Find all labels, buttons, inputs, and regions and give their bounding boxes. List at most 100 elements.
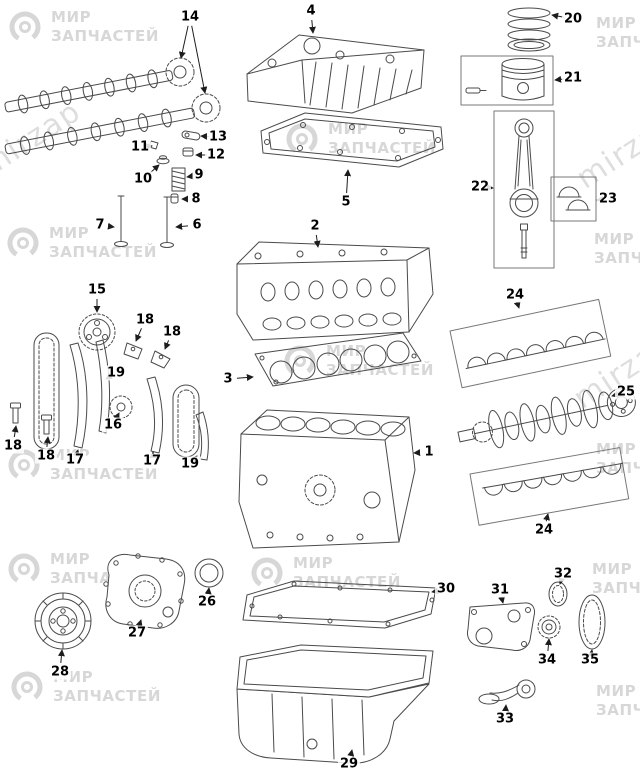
valve-cover-drawing xyxy=(246,34,425,114)
piston-bolt-drawing xyxy=(465,87,487,94)
head-gasket-drawing xyxy=(254,332,422,387)
connecting-rod-drawing xyxy=(509,118,539,259)
valve-spring-drawing xyxy=(171,167,186,192)
crank-seal-drawing xyxy=(194,558,224,588)
part-callout-8[interactable]: 8 xyxy=(189,191,203,207)
part-callout-29[interactable]: 29 xyxy=(337,756,361,772)
part-callout-13[interactable]: 13 xyxy=(206,129,230,145)
camshaft-exhaust-drawing xyxy=(4,93,221,155)
part-callout-34[interactable]: 34 xyxy=(535,652,559,668)
chain-rail-drawing-upper xyxy=(95,339,111,434)
part-callout-2[interactable]: 2 xyxy=(308,218,322,234)
valve-drawing-7 xyxy=(114,195,128,247)
part-callout-18[interactable]: 18 xyxy=(1,438,25,454)
part-callout-3[interactable]: 3 xyxy=(221,371,235,387)
part-callout-22[interactable]: 22 xyxy=(468,179,492,195)
timing-cover-drawing xyxy=(103,553,186,629)
chain-guide-drawing-left xyxy=(69,342,88,449)
bolt-drawing-left xyxy=(10,402,21,424)
tensioner-drawing-b xyxy=(150,350,171,369)
part-callout-12[interactable]: 12 xyxy=(204,147,228,163)
watermark-logo-icon xyxy=(11,671,43,703)
part-callout-27[interactable]: 27 xyxy=(125,625,149,641)
part-callout-17[interactable]: 17 xyxy=(63,452,87,468)
watermark-logo-icon xyxy=(251,557,283,589)
part-callout-19[interactable]: 19 xyxy=(104,365,128,381)
cam-follower-drawing xyxy=(181,130,201,141)
rod-bearings-drawing xyxy=(556,186,591,211)
spring-seat-drawing xyxy=(182,147,194,157)
part-callout-4[interactable]: 4 xyxy=(304,3,318,19)
valve-cover-gasket-drawing xyxy=(260,112,444,168)
part-callout-15[interactable]: 15 xyxy=(85,282,109,298)
part-callout-7[interactable]: 7 xyxy=(93,217,107,233)
part-callout-11[interactable]: 11 xyxy=(128,139,152,155)
valve-seal-drawing xyxy=(170,193,179,204)
rod-bearings-box xyxy=(550,176,597,222)
part-callout-32[interactable]: 32 xyxy=(551,566,575,582)
part-callout-9[interactable]: 9 xyxy=(192,167,206,183)
oil-pan-drawing xyxy=(236,644,434,764)
watermark-logo-icon xyxy=(286,123,318,155)
part-callout-1[interactable]: 1 xyxy=(422,444,436,460)
cylinder-head-drawing xyxy=(236,241,434,341)
part-callout-35[interactable]: 35 xyxy=(578,652,602,668)
part-callout-33[interactable]: 33 xyxy=(493,711,517,727)
part-callout-23[interactable]: 23 xyxy=(596,191,620,207)
part-callout-14[interactable]: 14 xyxy=(178,9,202,25)
piston-drawing xyxy=(501,58,545,101)
oil-pickup-drawing xyxy=(478,679,536,705)
spring-retainer-drawing xyxy=(156,155,170,165)
bolt-drawing-left2 xyxy=(41,414,52,435)
oil-pan-gasket-drawing xyxy=(242,580,437,629)
part-callout-24[interactable]: 24 xyxy=(532,522,556,538)
oil-pump-chain-drawing xyxy=(548,581,568,607)
part-callout-25[interactable]: 25 xyxy=(614,384,638,400)
part-callout-18[interactable]: 18 xyxy=(34,448,58,464)
piston-rings-drawing xyxy=(507,7,551,52)
part-callout-31[interactable]: 31 xyxy=(488,582,512,598)
part-callout-30[interactable]: 30 xyxy=(434,581,458,597)
part-callout-19[interactable]: 19 xyxy=(178,456,202,472)
piston-box xyxy=(460,55,554,106)
part-callout-20[interactable]: 20 xyxy=(561,11,585,27)
part-callout-26[interactable]: 26 xyxy=(195,594,219,610)
part-callout-18[interactable]: 18 xyxy=(133,312,157,328)
camshaft-intake-drawing xyxy=(4,57,195,114)
part-callout-5[interactable]: 5 xyxy=(339,194,353,210)
crankshaft-drawing xyxy=(457,387,636,449)
chain-guide-drawing-center xyxy=(146,376,163,454)
crank-pulley-drawing xyxy=(34,592,92,650)
part-callout-10[interactable]: 10 xyxy=(131,171,155,187)
drive-chain-drawing xyxy=(578,594,606,650)
tensioner-drawing-a xyxy=(123,342,143,360)
part-callout-16[interactable]: 16 xyxy=(101,417,125,433)
oil-pump-drawing xyxy=(467,602,535,651)
part-callout-6[interactable]: 6 xyxy=(190,217,204,233)
watermark-logo-icon xyxy=(8,553,40,585)
vanos-sprocket-drawing xyxy=(78,313,116,351)
part-callout-18[interactable]: 18 xyxy=(160,324,184,340)
watermark-logo-icon xyxy=(9,11,41,43)
engine-block-drawing xyxy=(238,409,416,549)
part-callout-21[interactable]: 21 xyxy=(561,70,585,86)
part-callout-28[interactable]: 28 xyxy=(48,664,72,680)
valve-drawing-6 xyxy=(160,196,174,248)
part-callout-24[interactable]: 24 xyxy=(503,287,527,303)
watermark-logo-icon xyxy=(7,227,39,259)
part-callout-17[interactable]: 17 xyxy=(140,453,164,469)
